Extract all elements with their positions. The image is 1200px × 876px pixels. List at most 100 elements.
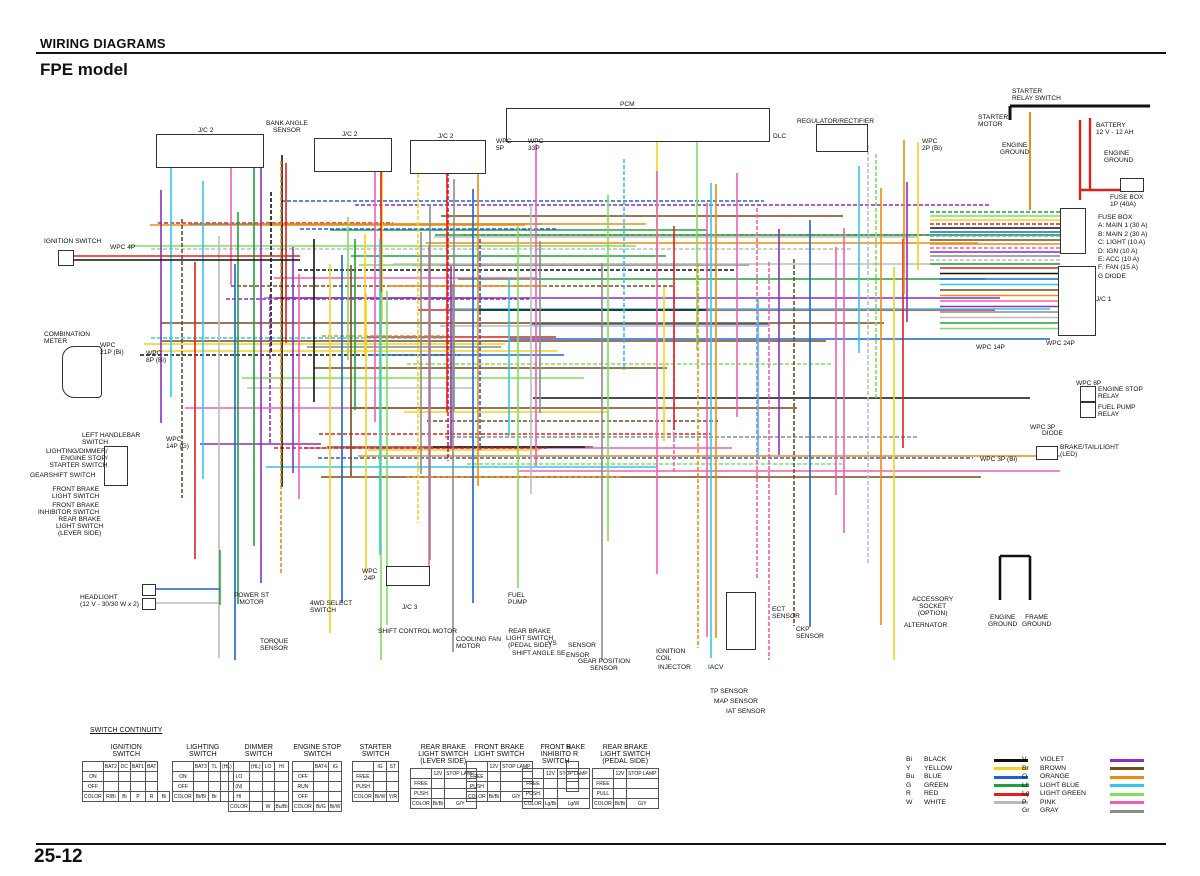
- headlight-box-1: [142, 584, 156, 596]
- continuity-cell: [312, 791, 329, 802]
- rear-brake-lever-label: REAR BRAKE LIGHT SWITCH (LEVER SIDE): [56, 516, 104, 537]
- continuity-cell: COLOR: [172, 791, 194, 802]
- continuity-cell: Bi/Bi: [612, 798, 628, 809]
- continuity-header-cell: BAT3: [192, 761, 209, 772]
- continuity-header-cell: [466, 761, 488, 772]
- continuity-cell: ON: [82, 771, 104, 782]
- injector-label: INJECTOR: [658, 664, 691, 671]
- continuity-cell: P: [129, 791, 147, 802]
- continuity-cell: [386, 771, 400, 782]
- lighting-dimmer-label: LIGHTING/DIMMER/ ENGINE STOP/ STARTER SW…: [46, 448, 108, 469]
- continuity-header-cell: [228, 761, 250, 772]
- legend-swatch: [1110, 775, 1144, 779]
- wpc-8p-right-label: WPC 8P: [1076, 380, 1102, 387]
- continuity-header-cell: 12V: [542, 768, 559, 779]
- switch-name: DIMMER SWITCH: [244, 744, 273, 758]
- continuity-header-cell: [522, 768, 544, 779]
- continuity-cell: HI: [228, 791, 250, 802]
- brake-tail-label: BRAKE/TAIL/LIGHT (LED): [1060, 444, 1119, 458]
- legend-name: BLACK: [924, 756, 947, 763]
- continuity-header-cell: HI: [273, 761, 290, 772]
- continuity-cell: [626, 778, 659, 789]
- continuity-cell: Bi: [157, 791, 171, 802]
- alternator-label: ALTERNATOR: [904, 622, 948, 629]
- continuity-cell: [102, 771, 119, 782]
- continuity-cell: COLOR: [292, 801, 314, 812]
- continuity-cell: ON: [172, 771, 194, 782]
- iat-sensor-label: IAT SENSOR: [726, 708, 766, 715]
- switch-name: REAR BRAKE LIGHT SWITCH (LEVER SIDE): [418, 744, 469, 765]
- sensor-a-label: SENSOR: [568, 642, 596, 649]
- power-st-motor-label: POWER ST MOTOR: [234, 592, 270, 606]
- regulator-box: [816, 124, 868, 152]
- front-brake-inhibitor-label: FRONT BRAKE INHIBITOR SWITCH: [38, 502, 100, 516]
- vs-label: VS: [548, 640, 557, 647]
- legend-code: W: [906, 798, 913, 806]
- switch-name: STARTER SWITCH: [359, 744, 392, 758]
- continuity-cell: Lg/W: [557, 798, 590, 809]
- continuity-cell: Y/R: [386, 791, 400, 802]
- relay-box-1: [1080, 386, 1096, 402]
- legend-name: PINK: [1040, 798, 1056, 806]
- headlight-box-2: [142, 598, 156, 610]
- continuity-cell: [261, 791, 275, 802]
- continuity-cell: [261, 771, 275, 782]
- continuity-cell: [372, 781, 388, 792]
- continuity-cell: Bi/Bi: [192, 791, 209, 802]
- fuse-item: A: MAIN 1 (30 A): [1098, 222, 1148, 230]
- ignition-switch-label: IGNITION SWITCH: [44, 238, 102, 245]
- wpc-8p-bi-label: WPC 8P (Bi): [146, 350, 167, 364]
- diode-label: DIODE: [1042, 430, 1063, 437]
- ect-sensor-label: ECT SENSOR: [772, 606, 800, 620]
- continuity-cell: FREE: [410, 778, 432, 789]
- fuse-box-main-label: FUSE BOX 1P (40A): [1110, 194, 1144, 208]
- fuse-item: F: FAN (15 A): [1098, 264, 1138, 272]
- map-sensor-label: MAP SENSOR: [714, 698, 758, 705]
- continuity-cell: Bi/Bi: [430, 798, 446, 809]
- legend-name: BROWN: [1040, 764, 1067, 772]
- iacv-label: IACV: [708, 664, 724, 671]
- fuse-item: D: IGN (10 A): [1098, 247, 1138, 255]
- legend-swatch: [1110, 758, 1144, 762]
- left-handlebar-label: LEFT HANDLEBAR SWITCH: [82, 432, 141, 446]
- legend-swatch: [1110, 784, 1144, 788]
- continuity-header-cell: [566, 761, 579, 772]
- legend-code: P: [1022, 798, 1027, 806]
- legend-row: Br BROWN: [1022, 765, 1144, 774]
- ignition-coil-label: IGNITION COIL: [656, 648, 686, 662]
- header-rule: [36, 52, 1166, 54]
- continuity-cell: FREE: [352, 771, 374, 782]
- legend-row: Lg LIGHT GREEN: [1022, 790, 1144, 799]
- page-title: FPE model: [40, 60, 128, 79]
- continuity-cell: OFF: [292, 771, 314, 782]
- legend-code: Y: [906, 764, 911, 772]
- continuity-cell: W: [261, 801, 275, 812]
- continuity-cell: [273, 781, 290, 792]
- switch-name: REAR BRAKE LIGHT SWITCH (PEDAL SIDE): [600, 744, 651, 765]
- legend-code: Br: [1022, 764, 1029, 772]
- fuse-item: G DIODE: [1098, 272, 1126, 280]
- legend-code: Lg: [1022, 790, 1030, 797]
- accessory-socket-label: ACCESSORY SOCKET (OPTION): [912, 596, 954, 617]
- switch-name: FRONT B INHIBITO SWITCH: [540, 744, 572, 765]
- relay-box-2: [1080, 402, 1096, 418]
- legend-name: LIGHT GREEN: [1040, 790, 1086, 797]
- continuity-cell: R/Bi: [102, 791, 119, 802]
- continuity-header-cell: 12V: [612, 768, 628, 779]
- continuity-cell: Lg/Bi: [542, 798, 559, 809]
- engine-stop-relay-label: ENGINE STOP RELAY: [1098, 386, 1143, 400]
- legend-swatch: [1110, 801, 1144, 805]
- legend-code: V: [1022, 756, 1027, 763]
- continuity-cell: PUSH: [352, 781, 374, 792]
- continuity-header-cell: IG: [327, 761, 343, 772]
- switch-name: FRONT BRAKE LIGHT SWITCH: [474, 744, 525, 758]
